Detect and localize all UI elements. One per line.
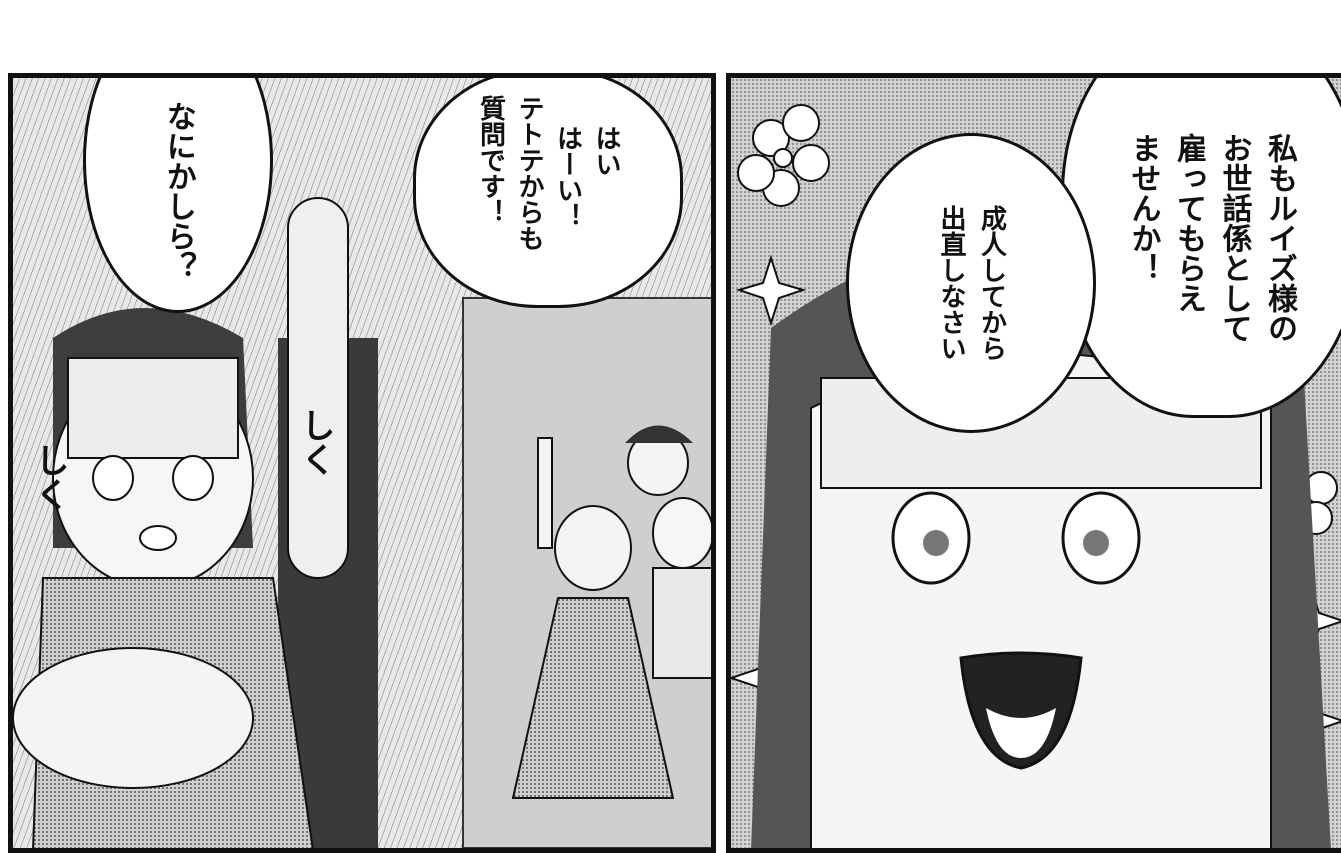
speech-bubble-luize: なにかしら？ [83, 78, 273, 313]
bubble-tetote-line2: はーい！ [552, 125, 583, 229]
panel-left: なにかしら？ はい はーい！ テトテからも 質問です！ しく しく [8, 73, 716, 853]
bubble-reply-line2: 出直しなさい [936, 205, 966, 361]
speech-bubble-reply: 成人してから 出直しなさい [846, 133, 1096, 433]
bubble-request-line4: ませんか！ [1125, 133, 1161, 283]
bubble-luize-text: なにかしら？ [160, 100, 196, 281]
bald-man [652, 497, 711, 679]
bubble-tetote-line1: はい [591, 125, 621, 177]
bubble-reply-line1: 成人してから [976, 205, 1007, 361]
crying-girl [13, 308, 314, 848]
bubble-request-line1: 私もルイズ様の [1262, 133, 1297, 343]
speech-bubble-request: 私もルイズ様の お世話係として 雇ってもらえ ませんか！ [1061, 78, 1341, 418]
goggles-boy [625, 425, 693, 496]
sfx-sniffle-1: しく [295, 408, 335, 476]
panel-right: 私もルイズ様の お世話係として 雇ってもらえ ませんか！ 成人してから 出直しな… [726, 73, 1341, 853]
raising-hand-girl [511, 437, 675, 799]
right-panel-artwork [731, 78, 1341, 848]
bubble-tetote-line4: 質問です！ [475, 95, 506, 225]
speech-bubble-tetote: はい はーい！ テトテからも 質問です！ [413, 78, 683, 308]
bubble-tetote-line3: テトテからも [514, 95, 544, 251]
bubble-request-line3: 雇ってもらえ [1171, 133, 1206, 313]
bubble-request-line2: お世話係として [1216, 133, 1252, 343]
sfx-sniffle-2: しく [29, 443, 69, 511]
long-hair-figure [287, 197, 349, 579]
